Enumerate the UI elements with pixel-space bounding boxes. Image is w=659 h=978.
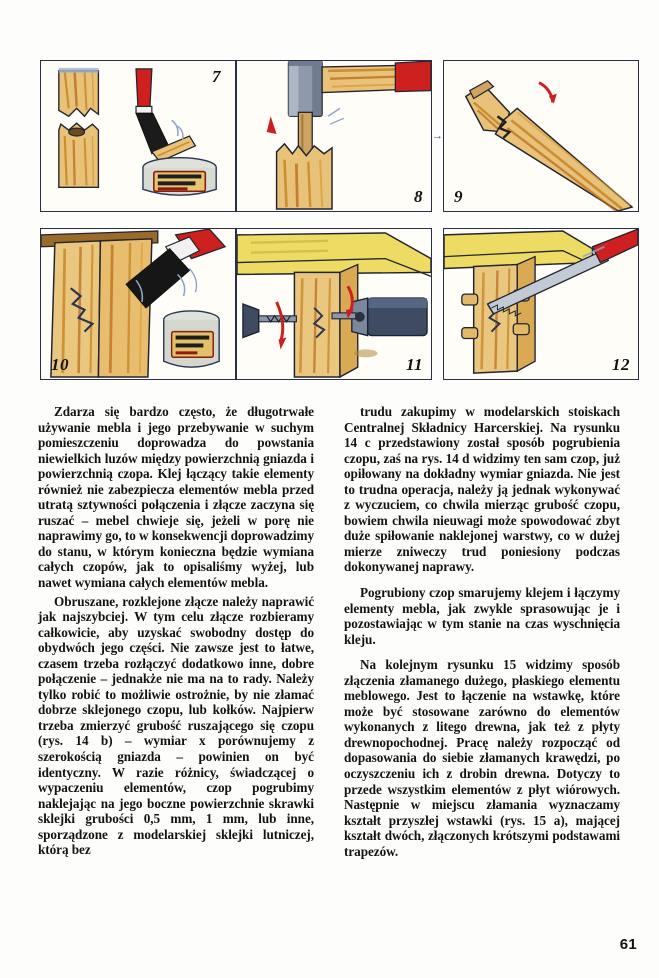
panel-9-illustration — [444, 61, 638, 211]
figure-panel-7: 7 — [40, 60, 236, 212]
figure-number-11: 11 — [405, 355, 423, 374]
figure-panel-10: 10 — [40, 228, 236, 380]
figure-number-10: 10 — [51, 355, 69, 374]
right-column: trudu zakupimy w modelarskich stoiskach … — [344, 404, 620, 924]
paragraph: trudu zakupimy w modelarskich stoiskach … — [344, 404, 620, 575]
paragraph: Pogrubiony czop smarujemy klejem i łączy… — [344, 585, 620, 647]
article-body: Zdarza się bardzo często, że długotrwałe… — [38, 404, 621, 924]
figure-panel-12: 12 — [443, 228, 639, 380]
panel-7-illustration — [41, 61, 235, 211]
paragraph: Zdarza się bardzo często, że długotrwałe… — [38, 404, 314, 591]
figure-grid: 7 — [40, 60, 639, 380]
panel-10-illustration — [41, 229, 235, 379]
paragraph: Obruszane, rozklejone złącze należy napr… — [38, 593, 314, 858]
flow-arrow-icon: → — [432, 129, 443, 142]
panel-12-illustration — [444, 229, 638, 379]
figure-number-8: 8 — [414, 187, 423, 206]
panel-11-illustration — [237, 229, 431, 379]
figure-number-12: 12 — [612, 355, 630, 374]
panel-8-illustration — [237, 61, 431, 211]
figure-number-7: 7 — [212, 67, 221, 86]
page-number: 61 — [619, 936, 637, 953]
figure-number-9: 9 — [454, 187, 463, 206]
paragraph: Na kolejnym rysunku 15 widzimy sposób zł… — [344, 657, 620, 859]
left-column: Zdarza się bardzo często, że długotrwałe… — [38, 404, 314, 924]
figure-panel-8: 8 — [236, 60, 432, 212]
figure-panel-9: 9 — [443, 60, 639, 212]
figure-panel-11: 11 — [236, 228, 432, 380]
